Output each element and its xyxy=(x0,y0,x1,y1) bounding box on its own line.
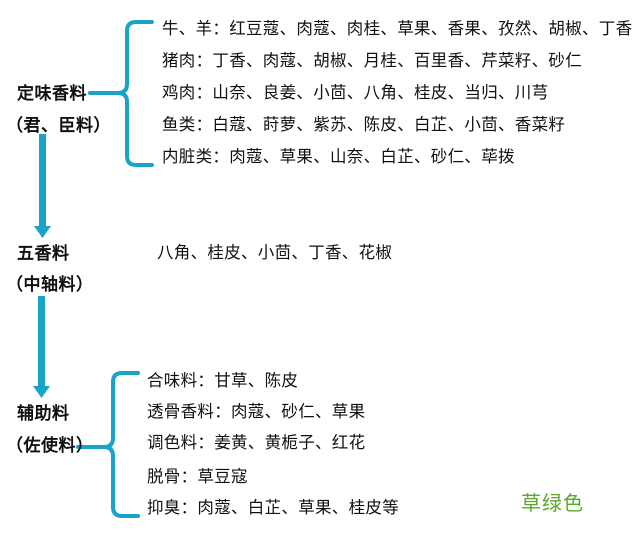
category-subtitle-dingwei: （君、臣料） xyxy=(6,116,111,136)
list-item: 牛、羊：红豆蔻、肉蔻、肉桂、草果、香果、孜然、胡椒、丁香 xyxy=(162,19,633,38)
curly-brace-icon xyxy=(76,371,140,518)
list-item: 调色料：姜黄、黄栀子、红花 xyxy=(147,433,366,452)
list-item: 抑臭：肉蔻、白芷、草果、桂皮等 xyxy=(147,498,399,517)
list-item: 猪肉：丁香、肉蔻、胡椒、月桂、百里香、芹菜籽、砂仁 xyxy=(162,51,582,70)
arrow-down-icon xyxy=(34,134,51,238)
curly-brace-icon xyxy=(88,20,154,167)
category-title-fuzhu: 辅助料 xyxy=(17,404,70,424)
list-item: 鸡肉：山奈、良姜、小茴、八角、桂皮、当归、川芎 xyxy=(162,83,549,102)
list-item: 脱骨：草豆寇 xyxy=(147,467,248,486)
list-item: 透骨香料：肉蔻、砂仁、草果 xyxy=(147,402,366,421)
list-item: 八角、桂皮、小茴、丁香、花椒 xyxy=(157,243,393,262)
arrow-down-icon xyxy=(33,296,50,398)
category-title-dingwei: 定味香料 xyxy=(17,84,87,104)
list-item: 鱼类：白蔻、莳萝、紫苏、陈皮、白芷、小茴、香菜籽 xyxy=(162,115,566,134)
list-item: 内脏类：肉蔻、草果、山奈、白芷、砂仁、荜拨 xyxy=(162,147,515,166)
color-note: 草绿色 xyxy=(521,491,584,515)
list-item: 合味料：甘草、陈皮 xyxy=(147,371,299,390)
category-subtitle-wuxiang: （中轴料） xyxy=(6,275,94,295)
category-subtitle-fuzhu: （佐使料） xyxy=(6,436,94,456)
category-title-wuxiang: 五香料 xyxy=(17,244,70,264)
